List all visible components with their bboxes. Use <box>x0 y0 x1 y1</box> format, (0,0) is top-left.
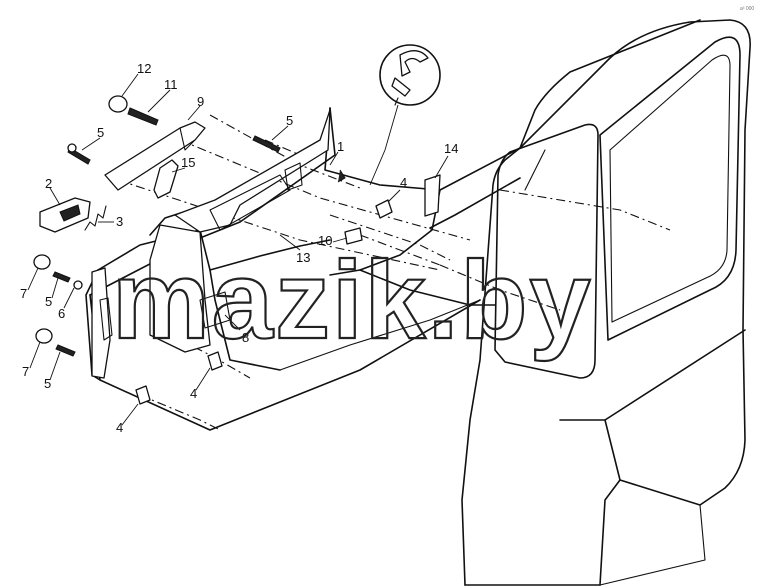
cap-12 <box>108 95 128 113</box>
callout-4: 4 <box>190 386 197 401</box>
callout-7: 7 <box>20 286 27 301</box>
screw-5-mid <box>252 135 281 153</box>
screw-11 <box>127 107 159 126</box>
clip-4b <box>207 351 223 371</box>
callout-7: 7 <box>22 364 29 379</box>
callout-5: 5 <box>45 294 52 309</box>
leader-lines <box>27 73 449 426</box>
spring-part <box>84 205 107 231</box>
screw-5-c <box>52 271 71 283</box>
corner-mark: a³ 000 <box>740 6 754 12</box>
washer-6 <box>73 280 83 290</box>
callout-5: 5 <box>97 125 104 140</box>
callout-labels: 12 11 9 5 5 1 14 15 2 3 4 10 13 7 5 6 8 … <box>20 61 458 435</box>
callout-8: 8 <box>242 330 249 345</box>
clip-4a <box>375 199 393 219</box>
callout-10: 10 <box>318 233 332 248</box>
callout-6: 6 <box>58 306 65 321</box>
callout-11: 11 <box>164 77 178 92</box>
plug-7a <box>33 254 51 270</box>
clip-4c <box>135 385 151 405</box>
callout-3: 3 <box>116 214 123 229</box>
callout-15: 15 <box>181 155 195 170</box>
side-trim-panel <box>174 109 331 233</box>
watermark: mazik.by <box>112 239 593 362</box>
plug-7b <box>35 328 53 344</box>
handle-part <box>153 159 179 199</box>
callout-13: 13 <box>296 250 310 265</box>
callout-1: 1 <box>337 139 344 154</box>
trim-parts <box>39 109 441 379</box>
callout-9: 9 <box>197 94 204 109</box>
callout-4: 4 <box>400 175 407 190</box>
callout-4: 4 <box>116 420 123 435</box>
fasteners <box>33 95 393 405</box>
callout-14: 14 <box>444 141 458 156</box>
callout-2: 2 <box>45 176 52 191</box>
callout-5: 5 <box>286 113 293 128</box>
screw-5-d <box>55 344 76 357</box>
seal-detail <box>369 44 441 186</box>
callout-12: 12 <box>137 61 151 76</box>
callout-5: 5 <box>44 376 51 391</box>
cab-body <box>461 19 751 586</box>
